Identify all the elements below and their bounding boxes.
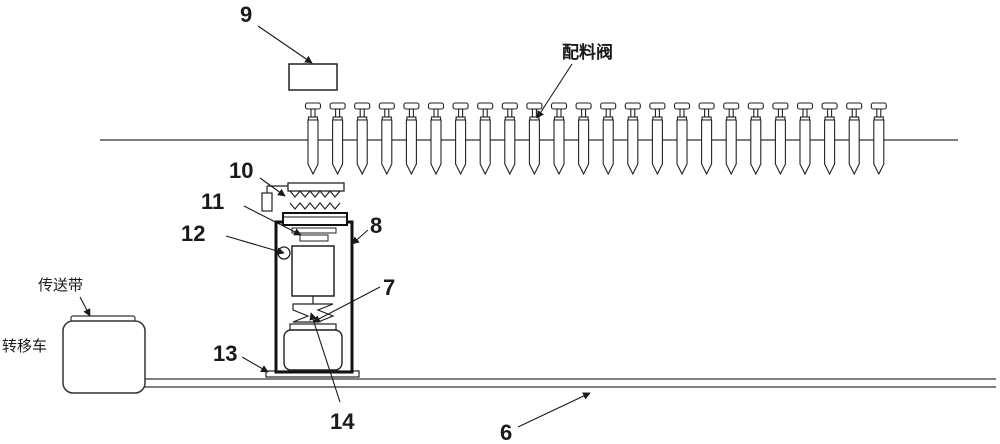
dosing-valve [329,102,346,176]
dosing-valve [600,102,617,176]
label-6: 6 [500,420,512,444]
label-11: 11 [201,189,224,214]
dosing-valve [796,102,814,176]
dosing-valve [821,102,838,176]
label-9: 9 [240,2,252,27]
dosing-valve [304,102,322,176]
dosing-valve [649,102,666,176]
dosing-valve [624,102,641,176]
dosing-valve [747,102,764,176]
controller-box-9 [288,63,338,91]
label-cart: 转移车 [2,338,47,355]
dosing-frame [261,182,360,378]
dosing-valve [698,102,715,176]
transfer-cart [62,315,146,394]
valve-row [304,102,887,176]
label-conveyor: 传送带 [38,277,83,294]
label-8: 8 [370,213,382,238]
dosing-valve [870,102,887,176]
label-10: 10 [229,158,253,183]
dosing-valve [378,102,395,176]
dosing-valve [575,102,592,176]
leader-lines [79,25,591,428]
dosing-valve [427,102,445,176]
label-14: 14 [330,409,355,434]
dosing-valve [403,102,420,176]
dosing-valve [452,102,469,176]
dosing-valve [846,102,863,176]
dosing-valve [772,102,789,176]
dosing-valve [723,102,740,176]
dosing-valve [550,102,568,176]
dosing-valve [673,102,691,176]
dosing-valve [354,102,371,176]
dosing-valve [477,102,494,176]
dosing-valve [501,102,518,176]
label-valve: 配料阀 [562,42,613,62]
label-12: 12 [181,221,205,246]
dosing-valve [526,102,543,176]
label-13: 13 [213,341,237,366]
label-7: 7 [383,275,395,300]
